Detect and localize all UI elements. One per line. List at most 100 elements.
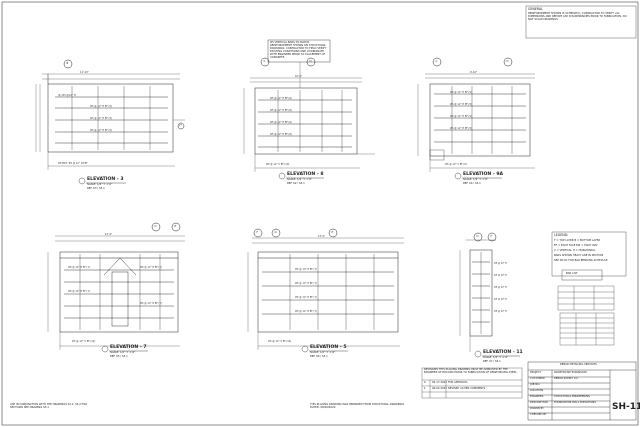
elevation-scale: SCALE: 1/4" = 1'-0" (110, 351, 136, 354)
svg-text:#5 @ 12" H EF (6): #5 @ 12" H EF (6) (270, 121, 292, 124)
elevation-scale: SCALE: 1/4" = 1'-0" (483, 356, 509, 359)
svg-text:#5 @ 12" H EF (6): #5 @ 12" H EF (6) (270, 133, 292, 136)
sheet-number: SH-11 (612, 402, 640, 412)
drawn-by-label: DRAWN BY (530, 407, 544, 410)
callout-note: #5 VERTICAL BARS TO MATCH REINFORCEMENT … (270, 41, 327, 59)
svg-text:#5 @ 12" V EF (10): #5 @ 12" V EF (10) (266, 163, 289, 166)
svg-text:#5 @ 12" H EF (7): #5 @ 12" H EF (7) (295, 282, 317, 285)
grid-bubble: D (506, 59, 509, 63)
grid-bubble: G (274, 230, 277, 234)
svg-text:#5 @ 12" H EF (6): #5 @ 12" H EF (6) (270, 109, 292, 112)
grid-bubble: C (263, 59, 266, 63)
elevation-3-drawing (35, 59, 185, 170)
revision-note: REVISIONS THIS PLACING DRAWING MUST BE A… (424, 368, 518, 374)
legend-box (551, 231, 627, 281)
svg-text:#5 @ 12" H: #5 @ 12" H (494, 262, 507, 265)
svg-text:#5 @ 12" H EF (5): #5 @ 12" H EF (5) (90, 117, 112, 120)
title-block (527, 361, 637, 421)
location-label: LOCATION (530, 389, 544, 392)
grid-bubble: B (66, 61, 69, 65)
elevation-5-drawing (247, 228, 404, 350)
elevation-5-dims: 14'-2" #5 @ 12" H EF (7) #5 @ 12" H EF (… (268, 235, 325, 343)
svg-text:#5 @ 12" H EF (7): #5 @ 12" H EF (7) (68, 290, 90, 293)
grid-bubble: E (174, 224, 177, 228)
svg-text:12'-4": 12'-4" (105, 233, 112, 236)
footer-note-center: THIS PLACING DRAWING WAS PREPARED FROM S… (310, 403, 405, 409)
elevation-ref: REF. 02 / S3.1 (287, 182, 305, 185)
elevation-scale: SCALE: 1/4" = 1'-0" (310, 351, 336, 354)
customer-value: REBAR SUPPLY CO. (554, 377, 579, 380)
elevation-title: ELEVATION - 11 (483, 350, 523, 355)
elevation-3-dims: 11'-10" (4) #5 @12" H. #5 @ 12" H EF (5)… (58, 71, 112, 165)
svg-text:#5 @ 12" H: #5 @ 12" H (494, 298, 507, 301)
legend-line: EF = EACH FACE EW = EACH WAY (554, 244, 598, 247)
revision-date: 05-17-2021 (432, 381, 448, 384)
elevation-7-dims: 12'-4" #5 @ 12" H EF (7) #5 @ 12" H EF (… (68, 233, 162, 343)
svg-text:(4) #5 @12" H.: (4) #5 @12" H. (58, 94, 76, 97)
project-label: PROJECT (530, 371, 542, 374)
elevation-9a-drawing (417, 57, 535, 172)
svg-text:#5 @ 12" H: #5 @ 12" H (494, 274, 507, 277)
svg-text:14'-2": 14'-2" (318, 235, 325, 238)
svg-text:#5 BOT. #5 @ 12" 18 EF: #5 BOT. #5 @ 12" 18 EF (58, 162, 88, 165)
elevation-ref: REF. 06 / S3.1 (310, 355, 328, 358)
general-notes-body: REINFORCEMENT SHOWN IS SCHEMATIC, CONTRA… (528, 12, 627, 21)
grid-bubble: C (435, 59, 438, 63)
legend-line: BARS SHOWN HEAVY ARE IN SECTION (554, 254, 604, 257)
elevation-scale: SCALE: 1/4" = 1'-0" (463, 178, 489, 181)
company-name: REBAR DETAILING SERVICES (560, 363, 597, 366)
elevation-title: ELEVATION - 7 (110, 345, 147, 350)
svg-text:#5 @ 12" V EF (14): #5 @ 12" V EF (14) (268, 340, 291, 343)
svg-text:#5 @ 12" H EF (5): #5 @ 12" H EF (5) (450, 91, 472, 94)
elevation-8-dims: 10'-0" #5 @ 12" H EF (6) #5 @ 12" H EF (… (266, 75, 302, 166)
description-label: DESCRIPTION (530, 401, 548, 404)
job-label: JOB NO. (530, 383, 541, 386)
svg-text:#5 @ 12" H EF (7): #5 @ 12" H EF (7) (68, 266, 90, 269)
svg-text:#5 @ 12" H EF (7): #5 @ 12" H EF (7) (140, 266, 162, 269)
bar-list-header: BAR LIST (566, 272, 578, 275)
elevation-title: ELEVATION - 5 (310, 345, 347, 350)
svg-text:#5 @ 12" H EF (5): #5 @ 12" H EF (5) (450, 103, 472, 106)
revision-no: 1 (424, 387, 426, 390)
engineer-label: ENGINEER (530, 395, 544, 398)
elevation-8-drawing (243, 39, 375, 172)
elevation-ref: REF. 05 / S3.1 (110, 355, 128, 358)
svg-text:11'-10": 11'-10" (80, 71, 89, 74)
grid-bubble: E (331, 230, 334, 234)
legend-line: V = VERTICAL H = HORIZONTAL (554, 249, 596, 252)
revision-no: 0 (424, 381, 426, 384)
revision-date: 06-02-2021 (432, 387, 448, 390)
project-value: WAREHOUSE EXPANSION (554, 371, 587, 374)
elevation-ref: REF. 04 / S3.1 (463, 182, 481, 185)
svg-text:#5 @ 12" H EF (5): #5 @ 12" H EF (5) (450, 127, 472, 130)
grid-bubble: F (490, 234, 493, 238)
elevation-9a-dims: 9'-10" #5 @ 12" H EF (5) #5 @ 12" H EF (… (445, 71, 477, 166)
legend-header: LEGEND: (554, 233, 569, 237)
customer-label: CUSTOMER (530, 377, 545, 380)
elevation-scale: SCALE: 1/4" = 1'-0" (287, 178, 313, 181)
svg-text:10'-0": 10'-0" (295, 75, 302, 78)
grid-bubble: D (476, 234, 479, 238)
elevation-title: ELEVATION - 8 (287, 172, 324, 177)
bar-list-tables (557, 285, 615, 346)
svg-text:#5 @ 12" H EF (7): #5 @ 12" H EF (7) (295, 296, 317, 299)
elevation-7-drawing (47, 222, 185, 350)
elevation-ref: REF. 07 / S3.1 (483, 360, 501, 363)
revision-desc: FOR APPROVAL (448, 381, 468, 384)
svg-text:#5 @ 12" H EF (5): #5 @ 12" H EF (5) (90, 105, 112, 108)
svg-text:#5 @ 12" H: #5 @ 12" H (494, 286, 507, 289)
svg-text:#5 @ 12" H EF (5): #5 @ 12" H EF (5) (90, 129, 112, 132)
grid-bubble: D (154, 224, 157, 228)
svg-text:#5 @ 12" H EF (7): #5 @ 12" H EF (7) (295, 268, 317, 271)
revision-block (421, 367, 523, 399)
grid-bubble: H (179, 123, 182, 127)
engineer-value: STRUCTURAL ENGINEERING (554, 395, 591, 398)
legend-line: SEE SH-01 FOR BAR BENDING SCHEDULE (554, 259, 608, 262)
label-markers (78, 172, 520, 358)
general-notes-header: GENERAL (528, 7, 543, 11)
elevation-scale: SCALE: 1/4" = 1'-0" (87, 183, 113, 186)
svg-text:#5 @ 12" H: #5 @ 12" H (494, 310, 507, 313)
